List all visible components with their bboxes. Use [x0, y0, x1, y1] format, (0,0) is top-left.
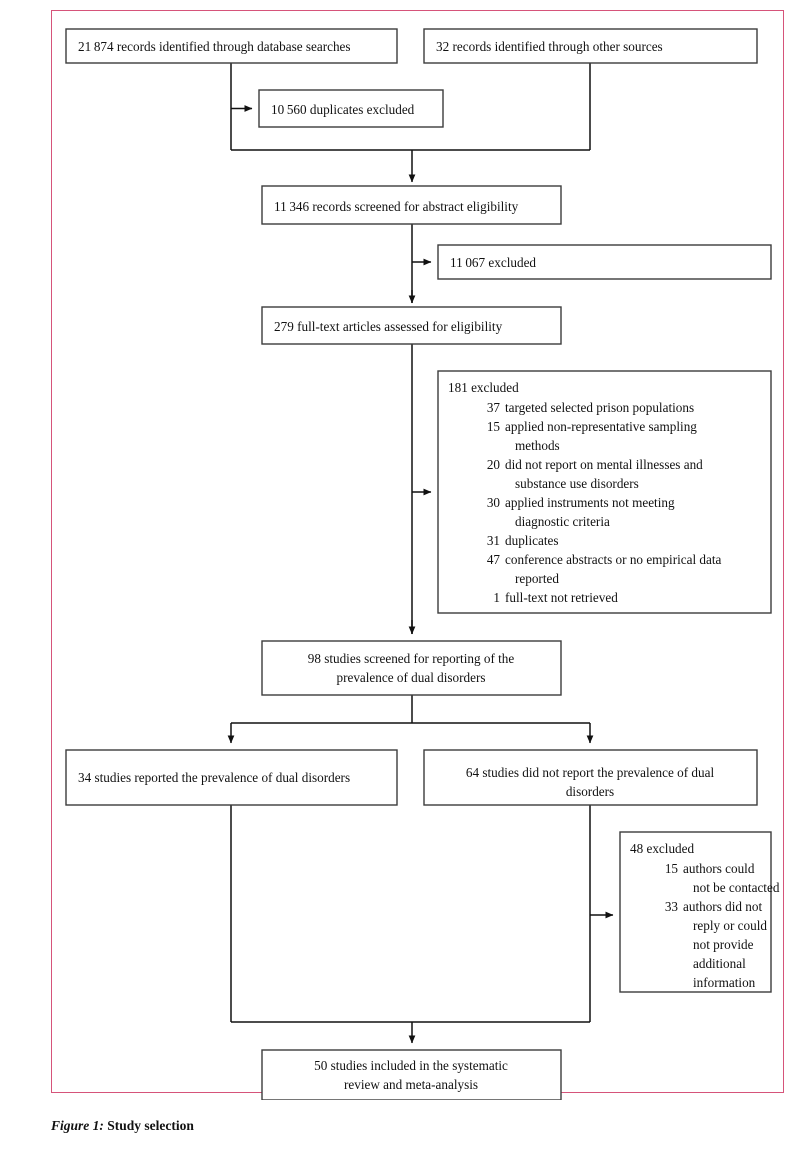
node-fulltext-excluded: 181 excluded 37 targeted selected prison …	[437, 370, 772, 614]
figure-caption-label: Figure 1:	[51, 1118, 104, 1133]
prisma-flow-diagram: 21 874 records identified through databa…	[65, 28, 780, 1100]
reason-line: information	[693, 975, 756, 990]
reason-count: 33	[665, 899, 679, 914]
node-dual-reported: 34 studies reported the prevalence of du…	[65, 749, 398, 806]
node-included-final: 50 studies included in the systematic re…	[261, 1049, 562, 1100]
reason-line: reported	[515, 571, 559, 586]
authors-exclusion-reason-list: 15 authors could not be contacted 33 authors…	[665, 861, 780, 990]
node-dual-not-reported-box	[423, 749, 758, 806]
reason-count: 20	[487, 457, 501, 472]
reason-line: did not report on mental illnesses and	[505, 457, 703, 472]
node-authors-excluded: 48 excluded 15 authors could not be contac…	[619, 831, 780, 993]
reason-line: not be contacted	[693, 880, 780, 895]
node-fulltext-assessed-box	[261, 306, 562, 345]
fulltext-exclusion-reason-list: 37 targeted selected prison populations 15…	[487, 400, 722, 605]
reason-line: applied instruments not meeting	[505, 495, 675, 510]
reason-line: targeted selected prison populations	[505, 400, 694, 415]
reason-line: duplicates	[505, 533, 558, 548]
reason-line: methods	[515, 438, 560, 453]
node-abstract-excluded-box	[437, 244, 772, 280]
reason-line: applied non-representative sampling	[505, 419, 697, 434]
node-duplicates-excluded-box	[258, 89, 444, 128]
node-other-records: 32 records identified through other sour…	[423, 28, 758, 64]
node-included-final-line2: review and meta-analysis	[344, 1077, 478, 1092]
node-dual-reported-label: 34 studies reported the prevalence of du…	[78, 770, 350, 785]
node-records-screened-box	[261, 185, 562, 225]
node-dual-screened-line1: 98 studies screened for reporting of the	[308, 651, 515, 666]
figure-caption-text: Study selection	[107, 1118, 194, 1133]
node-dual-not-reported-line1: 64 studies did not report the prevalence…	[466, 765, 715, 780]
reason-count: 1	[493, 590, 500, 605]
reason-count: 15	[665, 861, 679, 876]
reason-line: not provide	[693, 937, 754, 952]
reason-count: 30	[487, 495, 501, 510]
node-other-records-label: 32 records identified through other sour…	[436, 39, 663, 54]
node-dual-screened: 98 studies screened for reporting of the…	[261, 640, 562, 696]
node-dual-not-reported: 64 studies did not report the prevalence…	[423, 749, 758, 806]
reason-line: substance use disorders	[515, 476, 639, 491]
reason-line: reply or could	[693, 918, 767, 933]
node-abstract-excluded-label: 11 067 excluded	[450, 255, 536, 270]
reason-line: full-text not retrieved	[505, 590, 618, 605]
node-records-screened-label: 11 346 records screened for abstract eli…	[274, 199, 519, 214]
node-authors-excluded-box	[619, 831, 772, 993]
reason-line: authors did not	[683, 899, 762, 914]
node-fulltext-assessed: 279 full-text articles assessed for elig…	[261, 306, 562, 345]
node-database-records-label: 21 874 records identified through databa…	[78, 39, 351, 54]
connector-lines	[227, 63, 614, 1044]
reason-line: conference abstracts or no empirical dat…	[505, 552, 722, 567]
reason-count: 47	[487, 552, 501, 567]
node-fulltext-assessed-label: 279 full-text articles assessed for elig…	[274, 319, 503, 334]
reason-line: authors could	[683, 861, 755, 876]
node-other-records-box	[423, 28, 758, 64]
reason-line: additional	[693, 956, 746, 971]
node-database-records-box	[65, 28, 398, 64]
node-authors-excluded-header: 48 excluded	[630, 841, 694, 856]
figure-caption: Figure 1: Study selection	[51, 1118, 194, 1134]
node-dual-not-reported-line2: disorders	[566, 784, 614, 799]
node-dual-screened-line2: prevalence of dual disorders	[336, 670, 485, 685]
reason-count: 15	[487, 419, 501, 434]
node-abstract-excluded: 11 067 excluded	[437, 244, 772, 280]
reason-count: 31	[487, 533, 500, 548]
node-included-final-box	[261, 1049, 562, 1100]
node-duplicates-excluded: 10 560 duplicates excluded	[258, 89, 444, 128]
node-dual-reported-box	[65, 749, 398, 806]
node-fulltext-excluded-header: 181 excluded	[448, 380, 519, 395]
node-included-final-line1: 50 studies included in the systematic	[314, 1058, 508, 1073]
node-duplicates-excluded-label: 10 560 duplicates excluded	[271, 102, 415, 117]
node-database-records: 21 874 records identified through databa…	[65, 28, 398, 64]
node-dual-screened-box	[261, 640, 562, 696]
node-records-screened: 11 346 records screened for abstract eli…	[261, 185, 562, 225]
reason-line: diagnostic criteria	[515, 514, 610, 529]
node-fulltext-excluded-box	[437, 370, 772, 614]
reason-count: 37	[487, 400, 501, 415]
